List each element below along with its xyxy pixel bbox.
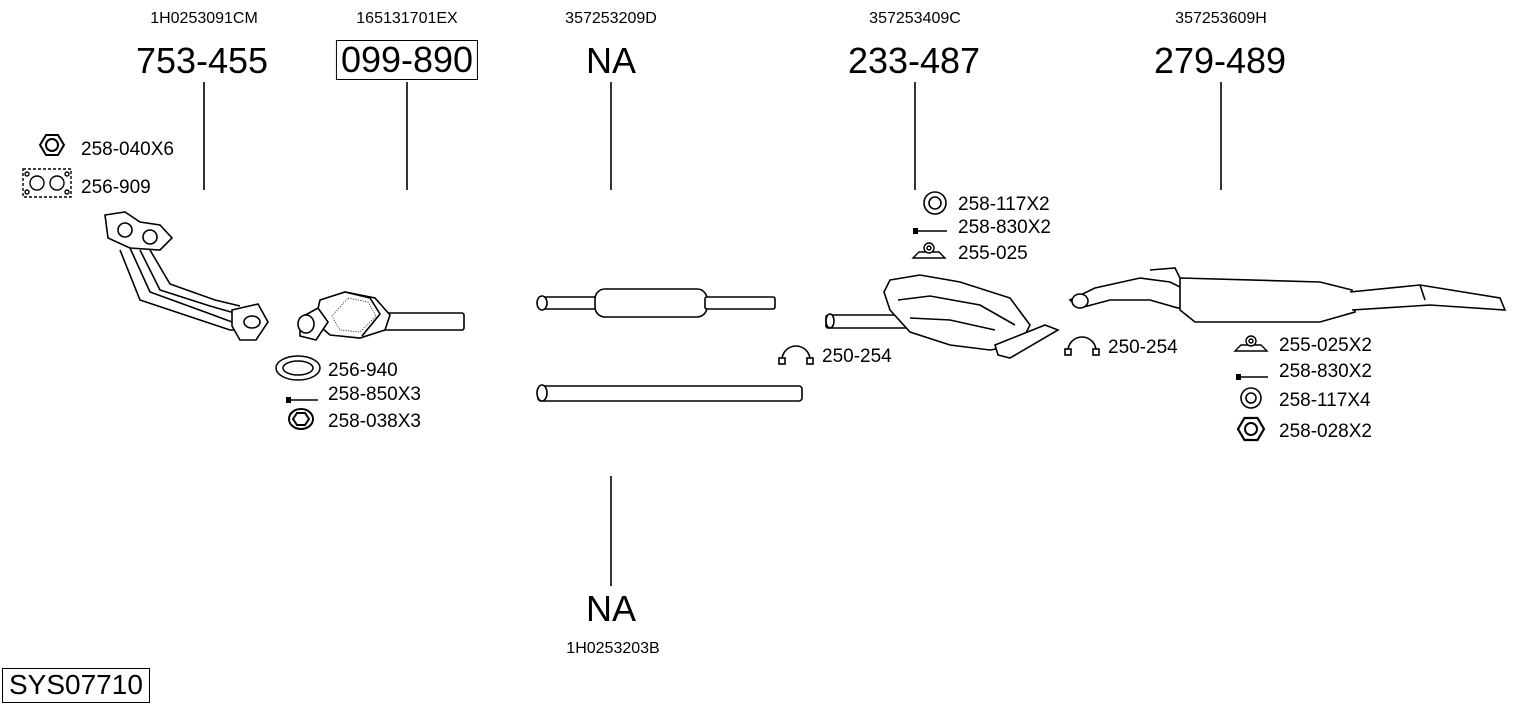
bolt-icon: [286, 397, 318, 403]
accessory-label: 255-025: [958, 243, 1028, 264]
part-number: 753-455: [135, 40, 269, 81]
clamp-icon: [1064, 336, 1100, 356]
accessory-label: 258-038X3: [328, 411, 421, 432]
catalytic-converter-drawing: [297, 291, 465, 341]
bolt-icon: [1236, 374, 1268, 380]
accessory-label: 258-850X3: [328, 384, 421, 405]
accessory-label: 250-254: [822, 346, 892, 367]
washer-icon: [923, 191, 947, 215]
accessory-label: 258-830X2: [958, 217, 1051, 238]
flange-nut-icon: [288, 408, 314, 430]
accessory-label: 256-909: [81, 177, 151, 198]
oem-number: 357253609H: [1175, 10, 1267, 27]
oem-number: 1H0253091CM: [150, 10, 258, 27]
oem-number: 357253409C: [869, 10, 961, 27]
rear-muffler-drawing: [1068, 267, 1507, 323]
oem-number: 165131701EX: [356, 10, 458, 27]
accessory-label: 258-028X2: [1279, 421, 1372, 442]
rubber-mount-icon: [1233, 335, 1269, 352]
flange-gasket-icon: [22, 168, 72, 198]
part-number: NA: [585, 40, 637, 81]
accessory-label: 258-830X2: [1279, 361, 1372, 382]
part-number: 233-487: [847, 40, 981, 81]
accessory-label: 258-117X2: [958, 194, 1050, 215]
part-number: 279-489: [1153, 40, 1287, 81]
straight-pipe-drawing: [536, 384, 803, 402]
accessory-label: 255-025X2: [1279, 335, 1372, 356]
part-number-highlighted: 099-890: [335, 40, 479, 80]
middle-muffler-drawing: [825, 274, 1060, 359]
accessory-label: 258-117X4: [1279, 390, 1371, 411]
front-pipe-drawing: [104, 211, 269, 341]
oem-number: 1H0253203B: [566, 640, 660, 657]
oem-number: 357253209D: [565, 10, 657, 27]
clamp-icon: [778, 345, 814, 365]
rubber-mount-icon: [911, 242, 947, 259]
ring-gasket-icon: [275, 355, 321, 381]
system-id-box: SYS07710: [2, 668, 150, 703]
hex-nut-icon: [1236, 416, 1266, 442]
accessory-label: 256-940: [328, 360, 398, 381]
accessory-label: 250-254: [1108, 337, 1178, 358]
hex-nut-icon: [38, 134, 66, 156]
center-pipe-drawing: [536, 288, 776, 318]
washer-icon: [1240, 387, 1262, 409]
bolt-icon: [913, 228, 947, 234]
part-number: NA: [585, 588, 637, 629]
accessory-label: 258-040X6: [81, 139, 174, 160]
